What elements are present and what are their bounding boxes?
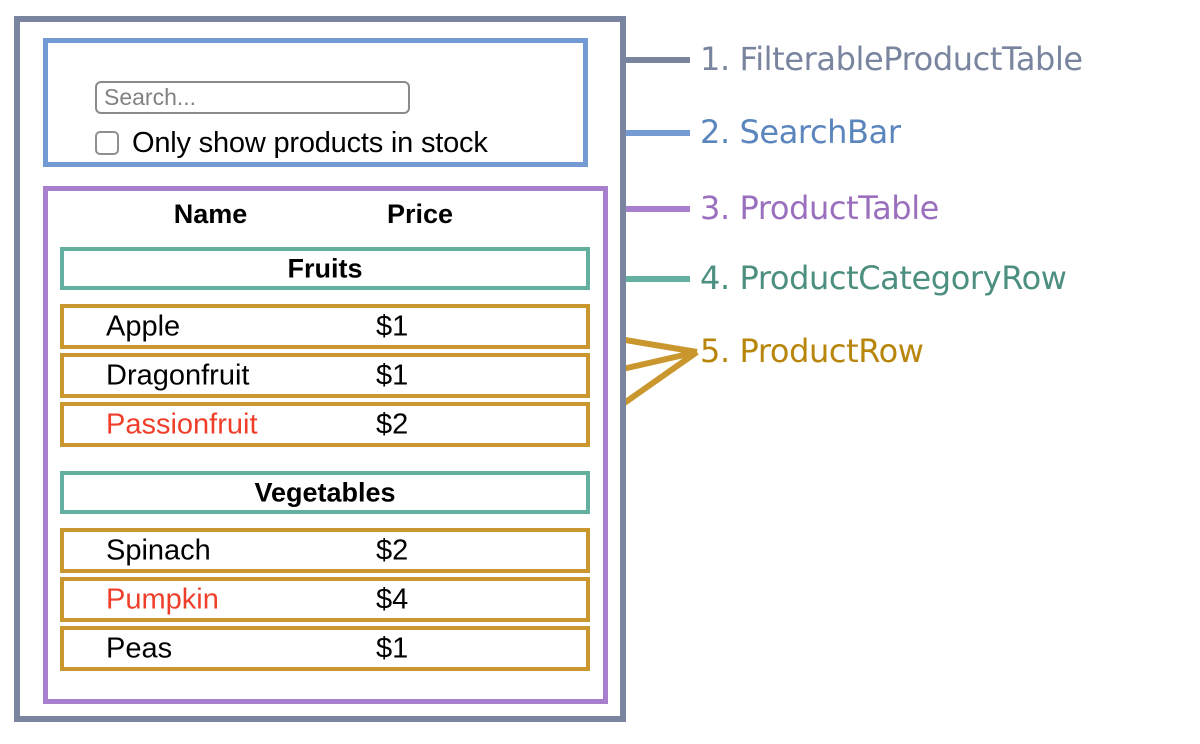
- legend-number: 2.: [700, 113, 730, 151]
- product-price: $4: [376, 583, 409, 615]
- legend-name: ProductRow: [739, 332, 924, 370]
- legend-number: 5.: [700, 332, 730, 370]
- product-row: Passionfruit $2: [60, 402, 590, 447]
- search-input[interactable]: [95, 81, 410, 114]
- product-price: $1: [376, 359, 409, 391]
- product-row: Pumpkin $4: [60, 577, 590, 622]
- product-price: $2: [376, 408, 409, 440]
- product-table-inner: Name Price Fruits Apple $1 Dragonfruit $…: [48, 191, 603, 699]
- product-category-row: Vegetables: [60, 471, 590, 514]
- product-row: Peas $1: [60, 626, 590, 671]
- product-category-row: Fruits: [60, 247, 590, 290]
- product-table-box: Name Price Fruits Apple $1 Dragonfruit $…: [43, 186, 608, 704]
- legend-number: 1.: [700, 40, 730, 78]
- product-price: $1: [376, 310, 409, 342]
- product-name: Passionfruit: [106, 408, 258, 440]
- legend-number: 4.: [700, 259, 730, 297]
- legend-name: ProductCategoryRow: [739, 259, 1067, 297]
- product-name: Peas: [106, 632, 173, 664]
- product-category-label: Fruits: [287, 253, 363, 283]
- product-name: Spinach: [106, 534, 211, 566]
- legend-name: SearchBar: [739, 113, 901, 151]
- legend-item-product-row: 5. ProductRow: [700, 334, 924, 368]
- column-header-price: Price: [386, 199, 454, 229]
- product-row: Dragonfruit $1: [60, 353, 590, 398]
- product-row: Apple $1: [60, 304, 590, 349]
- product-table-header-row: Name Price: [53, 199, 598, 239]
- product-price: $2: [376, 534, 409, 566]
- column-header-name: Name: [173, 199, 248, 229]
- legend-item-filterable-product-table: 1. FilterableProductTable: [700, 42, 1083, 76]
- legend-item-product-category-row: 4. ProductCategoryRow: [700, 261, 1067, 295]
- checkbox-icon[interactable]: [95, 131, 119, 155]
- legend-item-product-table: 3. ProductTable: [700, 191, 939, 225]
- legend-item-search-bar: 2. SearchBar: [700, 115, 901, 149]
- legend-name: FilterableProductTable: [739, 40, 1084, 78]
- product-name: Pumpkin: [106, 583, 219, 615]
- product-price: $1: [376, 632, 409, 664]
- product-row: Spinach $2: [60, 528, 590, 573]
- in-stock-checkbox-row[interactable]: Only show products in stock: [95, 128, 488, 158]
- product-name: Dragonfruit: [106, 359, 250, 391]
- product-name: Apple: [106, 310, 181, 342]
- product-category-label: Vegetables: [254, 477, 396, 507]
- legend-number: 3.: [700, 189, 730, 227]
- in-stock-checkbox-label: Only show products in stock: [132, 127, 488, 159]
- search-bar-box: Only show products in stock: [43, 38, 588, 167]
- legend-name: ProductTable: [739, 189, 940, 227]
